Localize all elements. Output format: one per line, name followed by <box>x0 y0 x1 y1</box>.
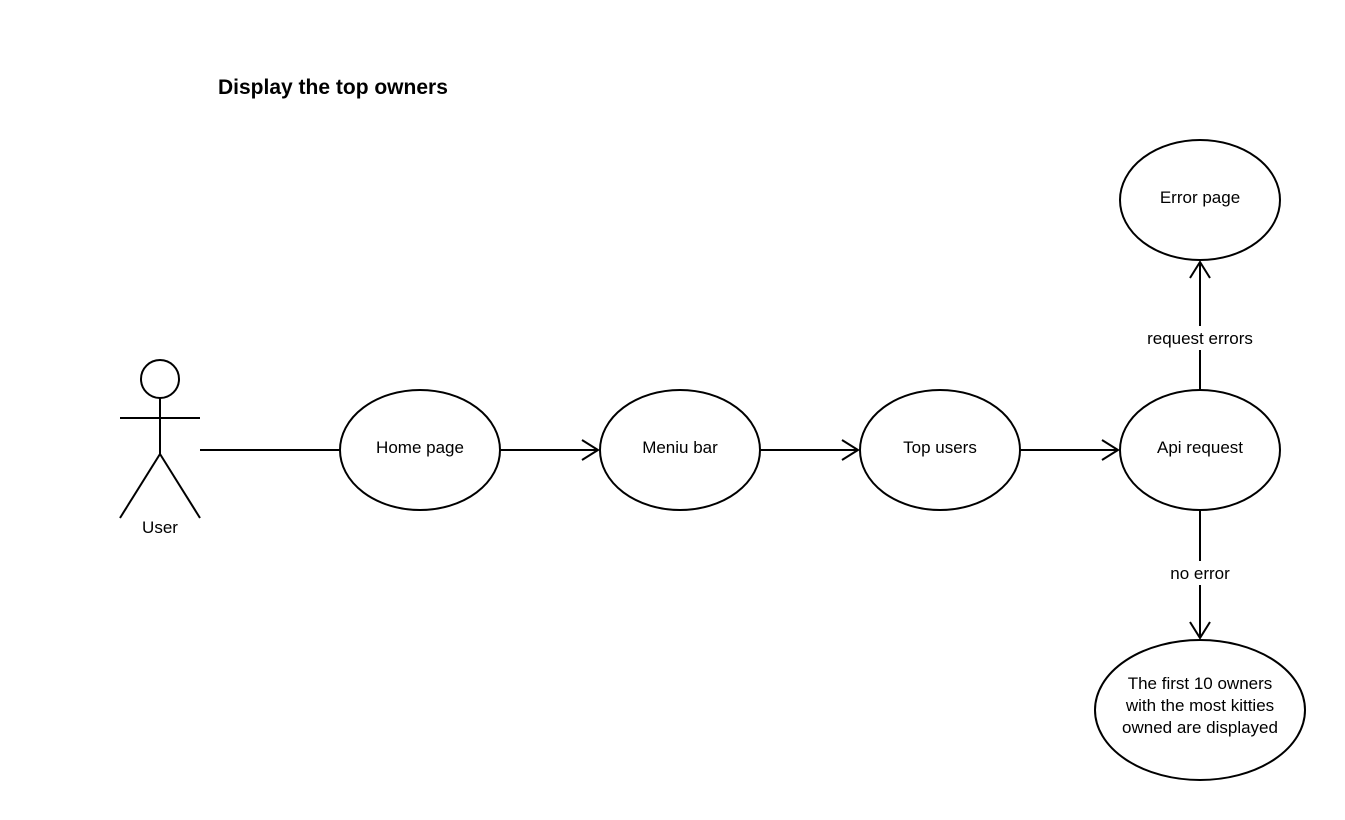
node-label-result-line-3: owned are displayed <box>1122 718 1278 737</box>
node-label-menu: Meniu bar <box>642 438 718 457</box>
actor-head <box>140 359 180 399</box>
use-case-api-request: Api request <box>1119 389 1281 511</box>
node-label-api: Api request <box>1157 438 1243 457</box>
node-label-result-line-1: The first 10 owners <box>1128 674 1273 693</box>
arrowhead-home-menu <box>581 439 600 461</box>
user-actor: User <box>119 359 201 537</box>
arrowhead-api-error <box>1189 260 1211 279</box>
node-label-home: Home page <box>376 438 464 457</box>
edge-label-no-error: no error <box>1170 564 1230 583</box>
node-label-error: Error page <box>1160 188 1240 207</box>
diagram-title: Display the top owners <box>218 76 448 99</box>
use-case-home-page: Home page <box>339 389 501 511</box>
edges <box>200 260 1211 640</box>
edge-label-request-errors: request errors <box>1147 329 1253 348</box>
actor-label: User <box>142 518 178 537</box>
actor-right-leg <box>159 453 201 519</box>
node-label-top-users: Top users <box>903 438 977 457</box>
arrowhead-menu-topusers <box>841 439 860 461</box>
arrowhead-topusers-api <box>1101 439 1120 461</box>
use-case-error-page: Error page <box>1119 139 1281 261</box>
node-label-result-line-2: with the most kitties <box>1125 696 1274 715</box>
use-case-result: The first 10 owners with the most kittie… <box>1094 639 1306 781</box>
actor-left-leg <box>119 453 161 519</box>
use-case-meniu-bar: Meniu bar <box>599 389 761 511</box>
edge-labels: request errors no error <box>1140 326 1260 585</box>
arrowhead-api-result <box>1189 621 1211 640</box>
use-case-top-users: Top users <box>859 389 1021 511</box>
